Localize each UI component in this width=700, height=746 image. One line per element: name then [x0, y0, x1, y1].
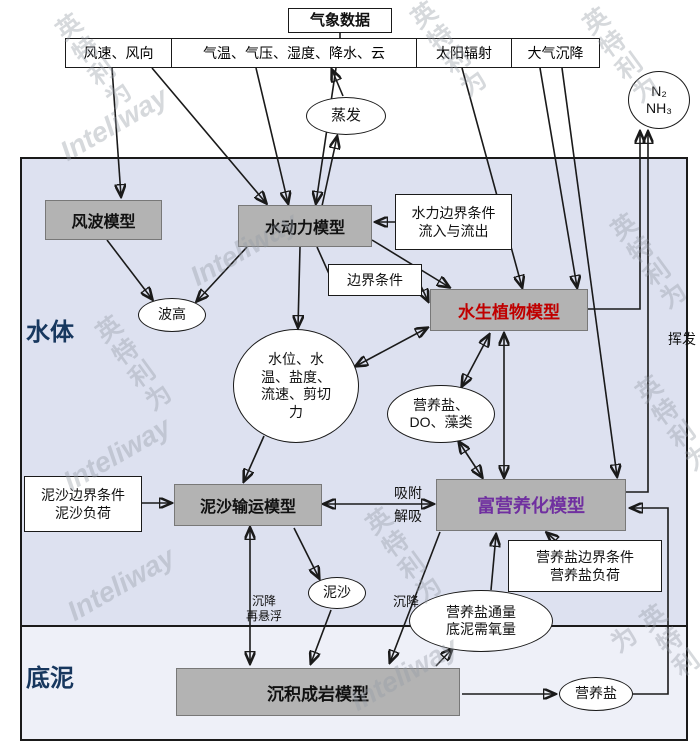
wind-wave-model-box: 风波模型 — [45, 200, 162, 240]
meteo-cell-air: 气温、气压、湿度、降水、云 — [172, 38, 417, 68]
diagenesis-model-box: 沉积成岩模型 — [176, 668, 460, 716]
water-section-label: 水体 — [26, 319, 74, 346]
sediment-ellipse: 泥沙 — [308, 577, 366, 609]
settling-label: 沉降 — [392, 594, 419, 609]
hydrodynamic-model-box: 水动力模型 — [238, 205, 372, 247]
eutrophication-model-box: 富营养化模型 — [436, 479, 626, 531]
desorption-label: 解吸 — [394, 508, 422, 524]
wave-height-ellipse: 波高 — [138, 298, 206, 332]
state-variables-ellipse: 水位、水 温、盐度、 流速、剪切 力 — [233, 329, 359, 443]
nutrients-ellipse: 营养盐 — [559, 677, 633, 711]
nutrient-bc-box: 营养盐边界条件 营养盐负荷 — [508, 540, 662, 592]
volatilization-label: 挥发 — [668, 331, 696, 347]
hydraulic-bc-box: 水力边界条件 流入与流出 — [395, 194, 512, 250]
meteo-cell-solar: 太阳辐射 — [417, 38, 512, 68]
nutrients-do-algae-ellipse: 营养盐、 DO、藻类 — [387, 385, 495, 443]
meteo-cell-wind: 风速、风向 — [65, 38, 172, 68]
boundary-conditions-box: 边界条件 — [328, 264, 422, 296]
gases-ellipse: N₂ NH₃ — [628, 71, 690, 129]
evaporation-ellipse: 蒸发 — [306, 97, 386, 135]
sediment-transport-model-box: 泥沙输运模型 — [174, 484, 322, 526]
aquatic-plant-model-box: 水生植物模型 — [430, 289, 588, 331]
settling-resuspension-label: 沉降 再悬浮 — [245, 594, 282, 623]
nutrient-flux-ellipse: 营养盐通量 底泥需氧量 — [409, 590, 553, 652]
adsorption-label: 吸附 — [394, 485, 422, 501]
meteo-header: 气象数据 — [288, 8, 392, 33]
meteo-cell-deposition: 大气沉降 — [512, 38, 600, 68]
meteo-row: 风速、风向 气温、气压、湿度、降水、云 太阳辐射 大气沉降 — [65, 38, 600, 68]
sediment-bc-box: 泥沙边界条件 泥沙负荷 — [24, 476, 142, 532]
bed-section-label: 底泥 — [26, 665, 74, 692]
